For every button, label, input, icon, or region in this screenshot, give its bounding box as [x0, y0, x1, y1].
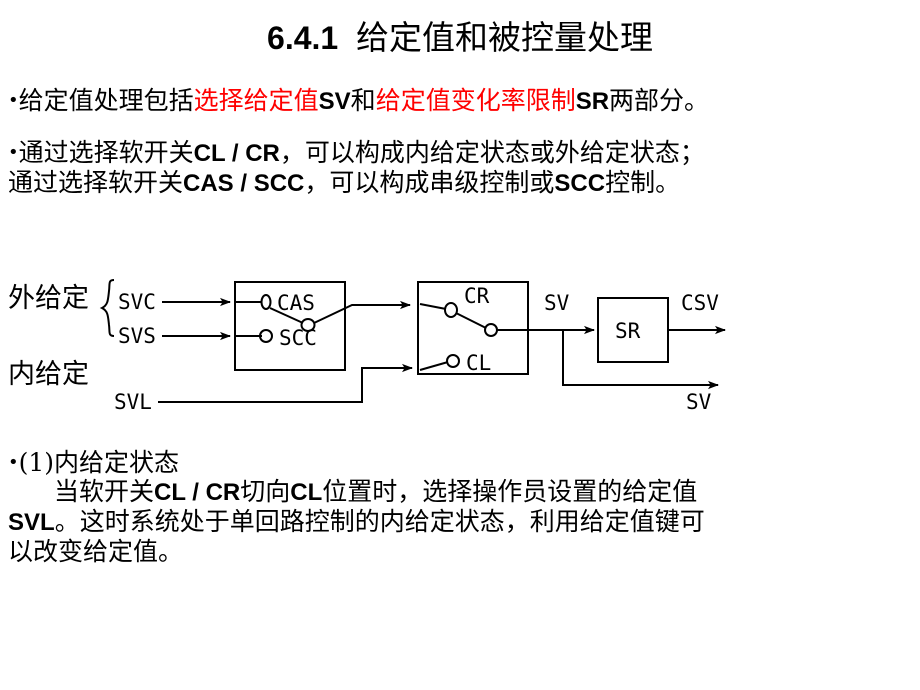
bullet-paragraph-2: •通过选择软开关CL / CR，可以构成内给定状态或外给定状态； 通过选择软开关… — [8, 138, 914, 198]
bullet3-p-d: CL — [290, 479, 323, 506]
bullet-paragraph-3: •(1)内给定状态 当软开关CL / CR切向CL位置时，选择操作员设置的给定值… — [8, 448, 914, 566]
bullet3-heading: (1)内给定状态 — [18, 448, 180, 477]
setpoint-processing-block-diagram: 外给定 内给定 — [0, 258, 920, 438]
diagram-input-label-svc: SVC — [118, 290, 156, 314]
switch-block-cas-scc — [234, 281, 346, 371]
pivot-switch1 — [300, 318, 316, 332]
bullet1-seg-2-highlight: 选择给定值 — [193, 86, 319, 115]
bullet3-p3: 以改变给定值。 — [8, 537, 184, 566]
diagram-label-external-setpoint: 外给定 — [8, 283, 89, 314]
diagram-signal-label-csv: CSV — [681, 291, 719, 315]
bullet1-seg-6: SR — [575, 88, 610, 115]
bullet3-body-line-3: 以改变给定值。 — [8, 537, 914, 566]
wire-switch1-output — [313, 300, 411, 324]
diagram-signal-label-sv: SV — [544, 291, 570, 315]
bullet3-p2-a: SVL — [8, 509, 55, 536]
wire-cr-in — [419, 303, 447, 310]
bullet2-line2-a: 通过选择软开关 — [8, 168, 184, 197]
bullet3-body-line-1: 当软开关CL / CR切向CL位置时，选择操作员设置的给定值 — [8, 477, 914, 507]
wire-cl-in — [419, 361, 449, 371]
bullet3-p-c: 切向 — [240, 477, 291, 506]
bullet3-p2-b: 。这时系统处于单回路控制的内给定状态，利用给定值键可 — [54, 507, 705, 536]
bullet2-line1-b: CL / CR — [193, 140, 280, 167]
diagram-contact-label-cr: CR — [464, 284, 490, 308]
bullet2-line1-a: 通过选择软开关 — [18, 138, 194, 167]
bullet1-seg-4: 和 — [350, 86, 376, 115]
bullet3-p-e: 位置时，选择操作员设置的给定值 — [322, 477, 698, 506]
bullet2-line2-d: SCC — [554, 170, 606, 197]
bullet-marker: • — [8, 452, 19, 473]
bullet-paragraph-1: •给定值处理包括选择给定值SV和给定值变化率限制SR两部分。 — [8, 86, 914, 116]
lever-cas-to-pivot — [269, 307, 304, 324]
bullet2-line1-c: ，可以构成内给定状态或外给定状态； — [279, 138, 705, 167]
diagram-input-label-svs: SVS — [118, 324, 156, 348]
pivot-switch2 — [484, 323, 498, 337]
bullet-marker: • — [8, 142, 19, 163]
contact-scc — [259, 329, 273, 343]
title-number: 6.4.1 — [267, 20, 339, 56]
contact-cr — [444, 302, 458, 318]
bullet1-seg-7: 两部分。 — [609, 86, 710, 115]
bullet1-seg-3: SV — [318, 88, 351, 115]
contact-cl — [446, 354, 460, 368]
bullet1-seg-5-highlight: 给定值变化率限制 — [375, 86, 576, 115]
bullet2-line2-e: 控制。 — [605, 168, 681, 197]
bullet2-line-1: •通过选择软开关CL / CR，可以构成内给定状态或外给定状态； — [8, 138, 914, 168]
diagram-contact-label-cl: CL — [466, 351, 491, 375]
bullet2-line-2: 通过选择软开关CAS / SCC，可以构成串级控制或SCC控制。 — [8, 168, 914, 198]
contact-cas — [260, 294, 272, 310]
diagram-svg: SVC SVS SVL CAS SCC CR CL SV SR CSV SV — [99, 279, 726, 414]
bullet-marker: • — [8, 90, 19, 111]
switch-block-cr-cl — [417, 281, 529, 375]
title-heading: 给定值和被控量处理 — [355, 18, 653, 57]
diagram-label-internal-setpoint: 内给定 — [8, 359, 89, 390]
wire-sv-branch — [562, 330, 719, 390]
diagram-contact-label-cas: CAS — [277, 291, 315, 315]
bullet3-heading-line: •(1)内给定状态 — [8, 448, 914, 477]
lever-cr — [455, 312, 487, 329]
bullet1-seg-1: 给定值处理包括 — [18, 86, 194, 115]
diagram-block-label-sr: SR — [615, 319, 641, 343]
bullet2-line2-b: CAS / SCC — [183, 170, 305, 197]
wire-svl — [158, 363, 413, 403]
bullet3-p-b: CL / CR — [154, 479, 241, 506]
bullet2-line2-c: ，可以构成串级控制或 — [304, 168, 555, 197]
bullet3-body-line-2: SVL。这时系统处于单回路控制的内给定状态，利用给定值键可 — [8, 507, 914, 537]
diagram-signal-label-sv-branch: SV — [686, 390, 712, 414]
diagram-input-label-svl: SVL — [114, 390, 152, 414]
bullet3-p-a: 当软开关 — [54, 477, 155, 506]
page-title: 6.4.1 给定值和被控量处理 — [0, 18, 920, 58]
external-setpoint-brace — [99, 279, 115, 337]
diagram-contact-label-scc: SCC — [279, 326, 317, 350]
